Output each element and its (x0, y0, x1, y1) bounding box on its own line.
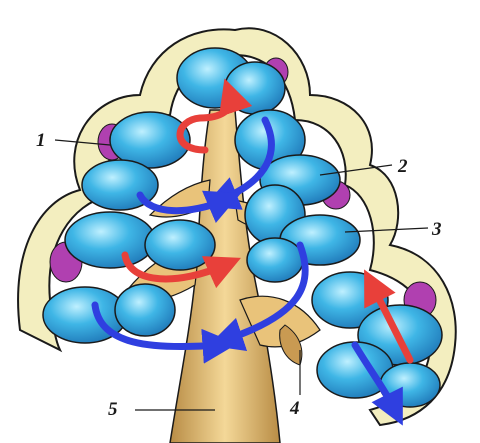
callout-labels: 1 2 3 4 5 (36, 130, 442, 420)
red-arrow-right (364, 269, 414, 364)
blue-arrow-mid (208, 241, 309, 352)
blue-arrow-left-upper (136, 190, 242, 223)
lobe-mid-right (244, 184, 361, 283)
leader-lines (54, 139, 429, 411)
callout-5: 5 (108, 399, 118, 420)
lobe-mid-left (64, 211, 216, 271)
blue-arrow-lower-left (91, 301, 238, 364)
red-arrow-mid (121, 251, 241, 289)
callout-3: 3 (431, 219, 442, 240)
leader-line-1 (54, 139, 111, 146)
red-arrow-top (176, 78, 253, 154)
callout-2: 2 (397, 156, 408, 177)
callout-1: 1 (36, 130, 46, 151)
blue-arrow-right (351, 341, 403, 426)
leader-line-2 (319, 164, 393, 176)
leader-line-3 (344, 227, 429, 233)
flow-arrows (91, 78, 414, 426)
callout-4: 4 (289, 398, 300, 419)
